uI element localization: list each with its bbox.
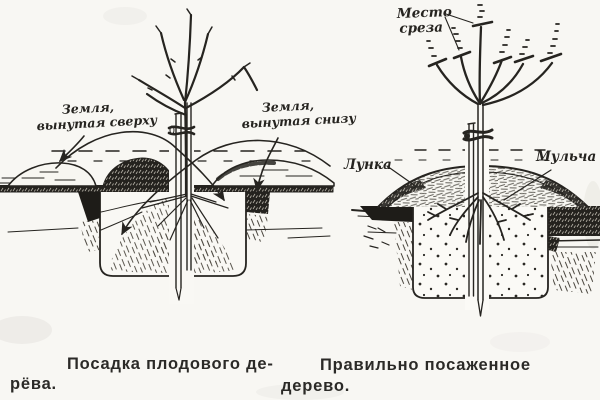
roots [427, 192, 534, 245]
label-soil-bottom-line1: Земля, [261, 97, 314, 115]
label-soil-from-bottom: Земля, вынутая снизу [241, 97, 357, 131]
arrow-topsoil-to-pit [55, 130, 225, 202]
subsoil-speckle-right [246, 214, 268, 242]
pruned-crown [426, 4, 563, 107]
lower-ground-lines [7, 227, 331, 239]
label-soil-top-line2: вынутая сверху [36, 112, 158, 133]
sky-dashes [394, 149, 561, 161]
stake-tie [462, 128, 494, 142]
support-stake [467, 122, 476, 297]
arrow-subsoil-to-pit [121, 139, 331, 236]
left-figure-planting-process: Земля, вынутая сверху Земля, вынутая сни… [0, 8, 357, 304]
label-mulch: Мульча [535, 149, 596, 165]
soil-mound-left [7, 162, 97, 187]
removed-tip-dashes [426, 4, 560, 57]
tree-crown-left [131, 8, 259, 198]
subsoil-speckle-left [80, 220, 100, 252]
cut-marks [427, 20, 563, 68]
soil-transfer-arrows [55, 130, 331, 236]
stake-tie [167, 125, 196, 136]
subsoil-wedge-right [246, 192, 270, 214]
root-flare-streaks [141, 193, 229, 241]
arrow-from-top-label [58, 135, 85, 163]
label-cut-line2: среза [399, 19, 443, 37]
hole-pointer-line [386, 165, 415, 186]
captions: Посадка плодового де- рёва. Правильно по… [10, 355, 531, 395]
subsoil-wedge-left [78, 192, 100, 222]
caption-right-line1: Правильно посаженное [320, 356, 531, 374]
label-soil-top-line1: Земля, [61, 99, 114, 117]
label-hole: Лунка [343, 157, 392, 173]
label-soil-from-top: Земля, вынутая сверху [36, 99, 158, 133]
dark-soil-pile [102, 157, 177, 187]
arrow-from-bottom-label [253, 137, 279, 192]
ground-right [547, 206, 600, 294]
cut-place-pointer-lines [444, 13, 474, 51]
caption-right-line2: дерево. [281, 377, 350, 395]
mulch-pointer-line [503, 169, 552, 201]
ground-left [351, 206, 413, 290]
label-cut-line1: Место [396, 4, 453, 22]
bud-ticks [131, 8, 251, 91]
caption-left-line2: рёва. [10, 375, 57, 393]
caption-left-line1: Посадка плодового де- [67, 355, 274, 373]
label-soil-bottom-line2: вынутая снизу [241, 110, 357, 131]
label-cut-place: Место среза [396, 4, 453, 37]
right-figure-planted-tree: Место среза Лунка Мульча [343, 4, 600, 317]
soil-mound-left-texture [21, 171, 76, 181]
